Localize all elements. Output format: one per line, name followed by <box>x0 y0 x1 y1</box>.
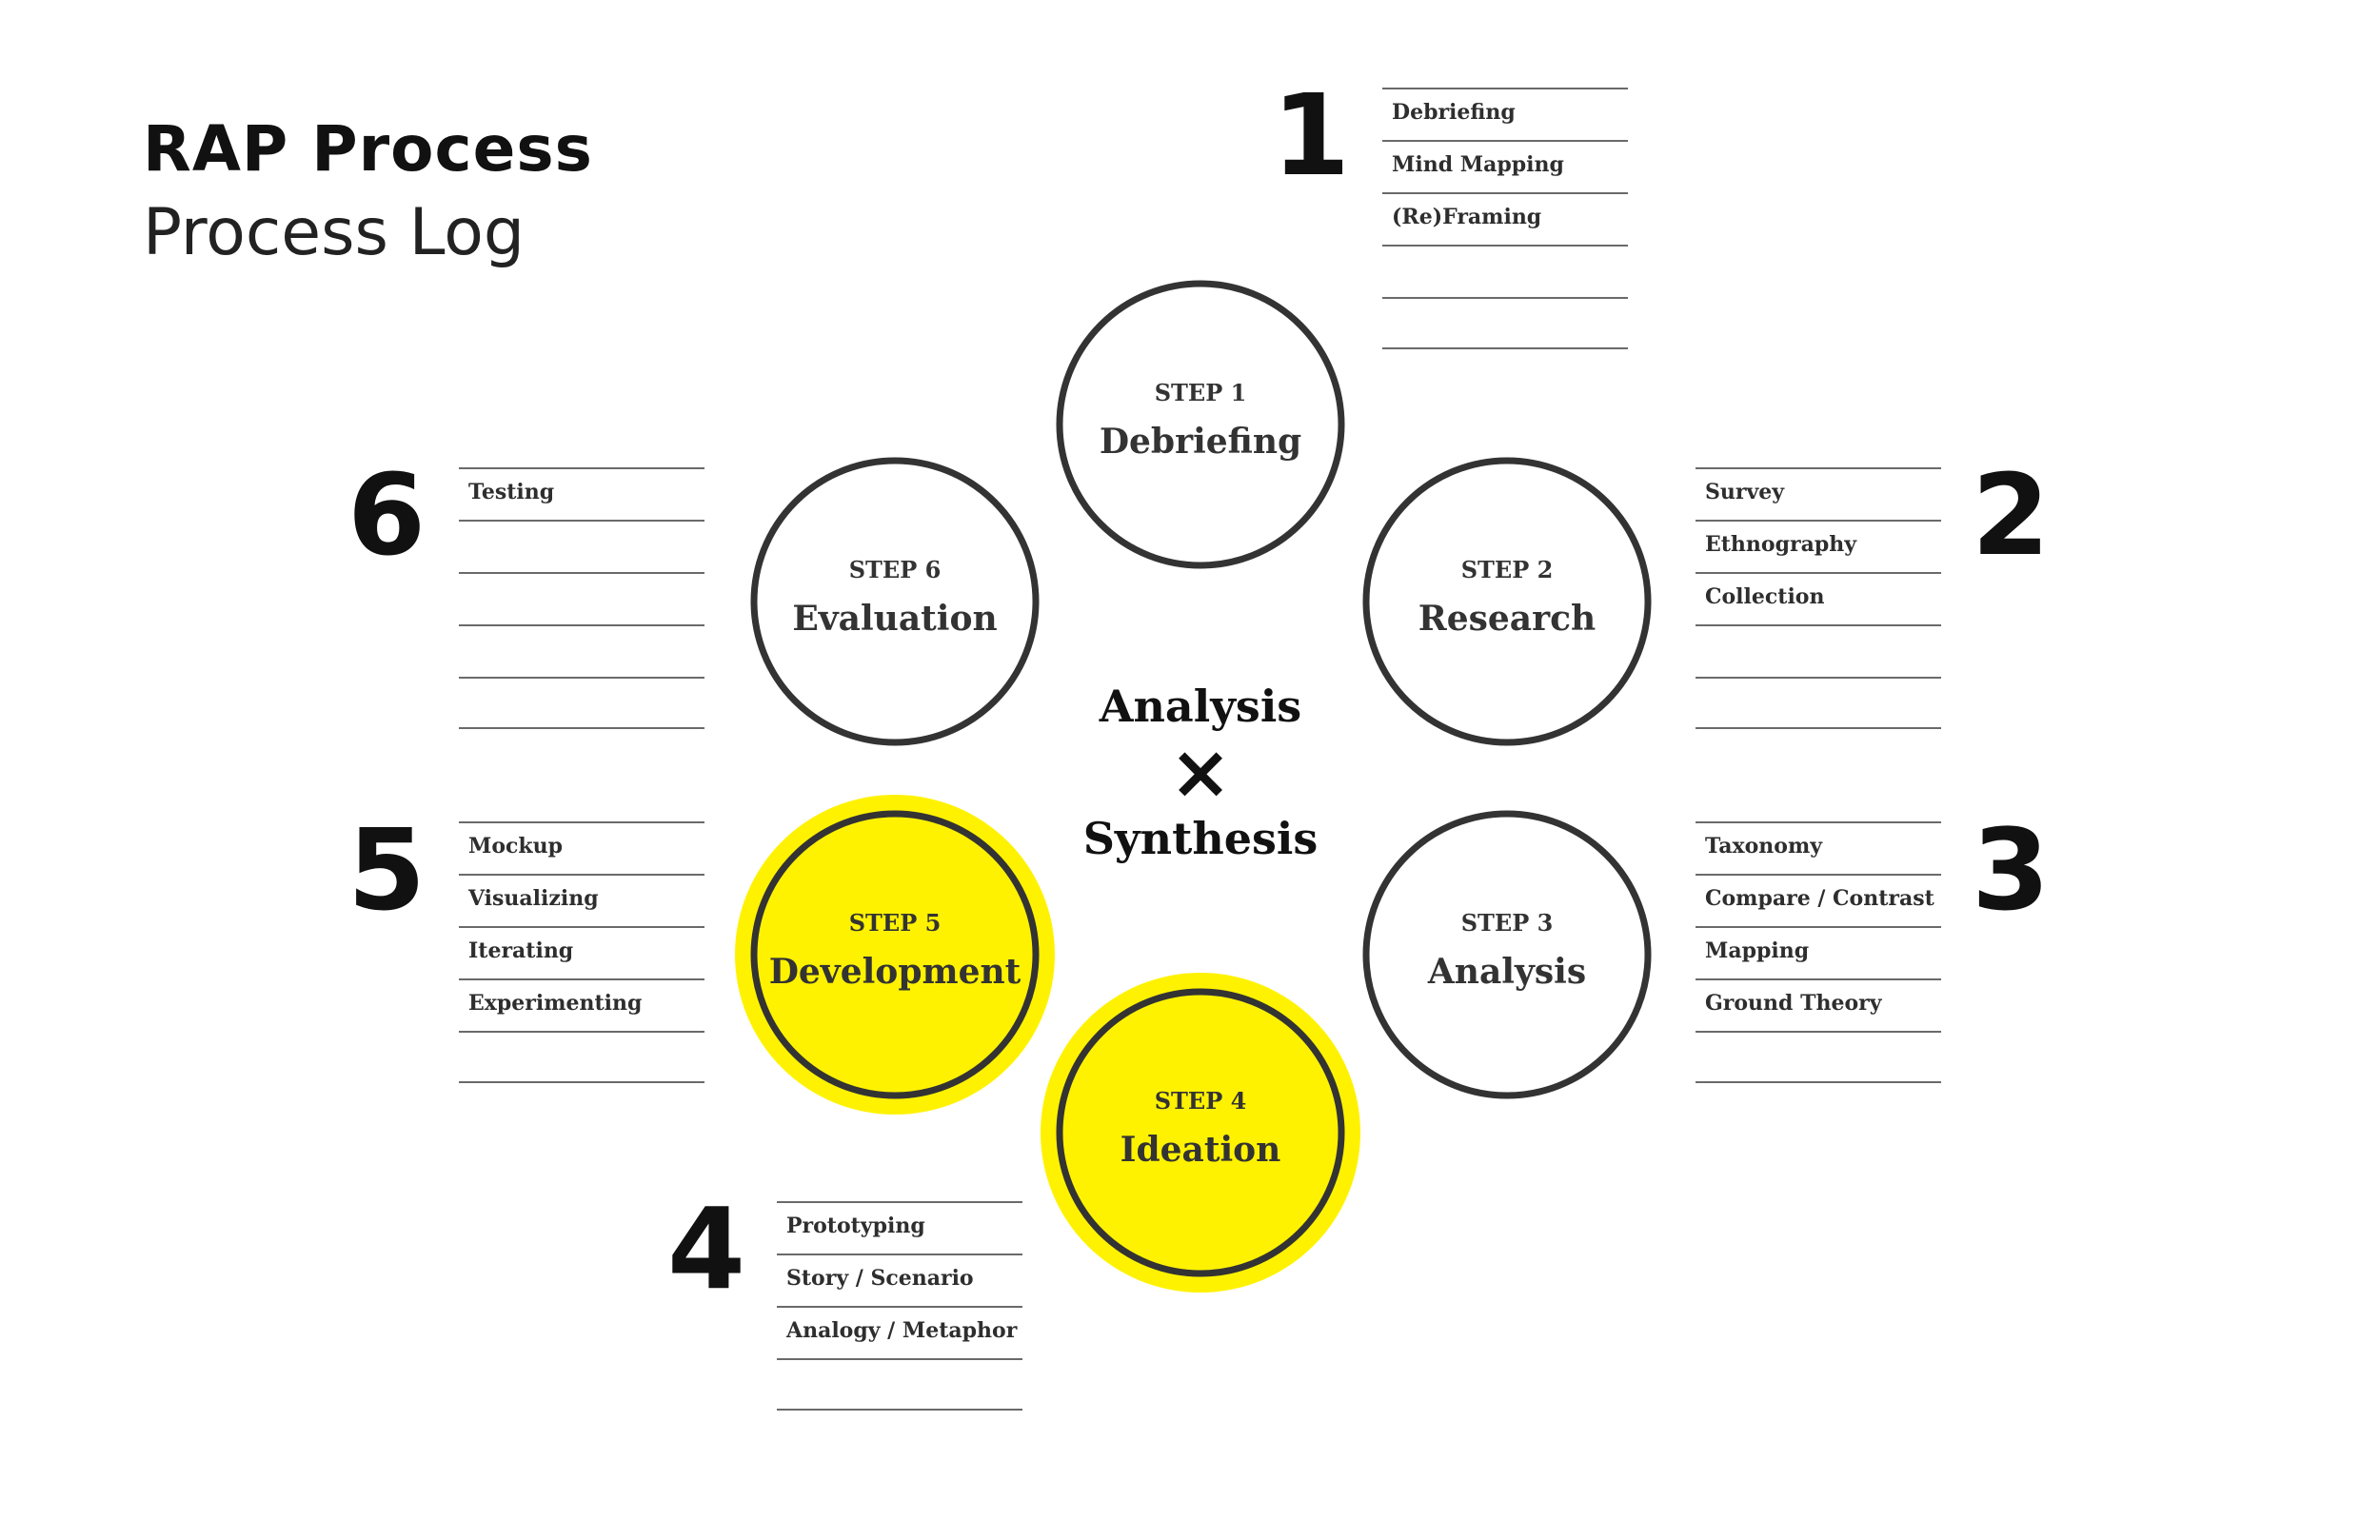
list-item <box>1696 1031 1941 1083</box>
step-4-name: Ideation <box>1121 1130 1281 1170</box>
center-label-synthesis: Synthesis <box>1083 813 1319 864</box>
page-title: RAP Process <box>143 112 593 186</box>
step-4-circle <box>1056 988 1345 1277</box>
list-item <box>1382 297 1628 349</box>
step-5-number: 5 <box>347 804 426 936</box>
step-6-node: STEP 6 Evaluation <box>750 457 1040 746</box>
step-6-circle <box>750 457 1040 746</box>
step-2-label: STEP 2 <box>1461 556 1554 583</box>
list-item: Mind Mapping <box>1382 140 1628 192</box>
step-3-name: Analysis <box>1427 952 1586 992</box>
list-item: Analogy / Metaphor <box>777 1306 1022 1358</box>
step-3-node: STEP 3 Analysis <box>1362 810 1652 1099</box>
list-item: Testing <box>459 467 704 520</box>
list-item: Survey <box>1696 467 1941 520</box>
step-1-node: STEP 1 Debriefing <box>1056 280 1345 569</box>
list-item <box>459 624 704 677</box>
step-2-node: STEP 2 Research <box>1362 457 1652 746</box>
step-5-circle <box>750 810 1040 1099</box>
step-4-node: STEP 4 Ideation <box>1041 973 1360 1293</box>
list-item <box>459 520 704 572</box>
step-3-number: 3 <box>1971 804 2051 936</box>
step-5-name: Development <box>769 952 1021 992</box>
center-label-times: × <box>1169 730 1231 816</box>
list-item: Prototyping <box>777 1201 1022 1254</box>
list-item <box>1382 245 1628 297</box>
list-item <box>1696 624 1941 677</box>
list-item <box>777 1358 1022 1411</box>
step-4-number: 4 <box>666 1183 746 1314</box>
step-3-label: STEP 3 <box>1461 909 1554 937</box>
step-2-name: Research <box>1418 599 1596 639</box>
step-5-node: STEP 5 Development <box>735 795 1055 1115</box>
list-item: Story / Scenario <box>777 1254 1022 1306</box>
list-item: Compare / Contrast <box>1696 874 1941 926</box>
list-item: Debriefing <box>1382 88 1628 140</box>
step-6-label: STEP 6 <box>849 556 942 583</box>
step-6-name: Evaluation <box>792 599 997 639</box>
step-1-name: Debriefing <box>1100 422 1301 462</box>
step-1-number: 1 <box>1271 69 1351 201</box>
step-1-label: STEP 1 <box>1155 379 1247 406</box>
step-1-circle <box>1056 280 1345 569</box>
list-item <box>1696 677 1941 729</box>
list-item <box>459 677 704 729</box>
step-4-label: STEP 4 <box>1155 1087 1247 1115</box>
step-5-label: STEP 5 <box>849 909 942 937</box>
center-label-analysis: Analysis <box>1099 681 1301 732</box>
list-item: Mockup <box>459 821 704 874</box>
list-item: Experimenting <box>459 978 704 1031</box>
list-item: Visualizing <box>459 874 704 926</box>
step-2-number: 2 <box>1971 449 2051 581</box>
list-item: (Re)Framing <box>1382 192 1628 245</box>
step-3-circle <box>1362 810 1652 1099</box>
list-item <box>459 1031 704 1083</box>
step-2-circle <box>1362 457 1652 746</box>
list-item: Taxonomy <box>1696 821 1941 874</box>
page-subtitle: Process Log <box>143 195 526 270</box>
list-item: Ethnography <box>1696 520 1941 572</box>
list-item: Ground Theory <box>1696 978 1941 1031</box>
list-item <box>459 572 704 624</box>
list-item: Iterating <box>459 926 704 978</box>
list-item: Mapping <box>1696 926 1941 978</box>
list-item: Collection <box>1696 572 1941 624</box>
step-6-methods-list: Testing <box>459 467 704 729</box>
step-6-number: 6 <box>347 449 426 581</box>
